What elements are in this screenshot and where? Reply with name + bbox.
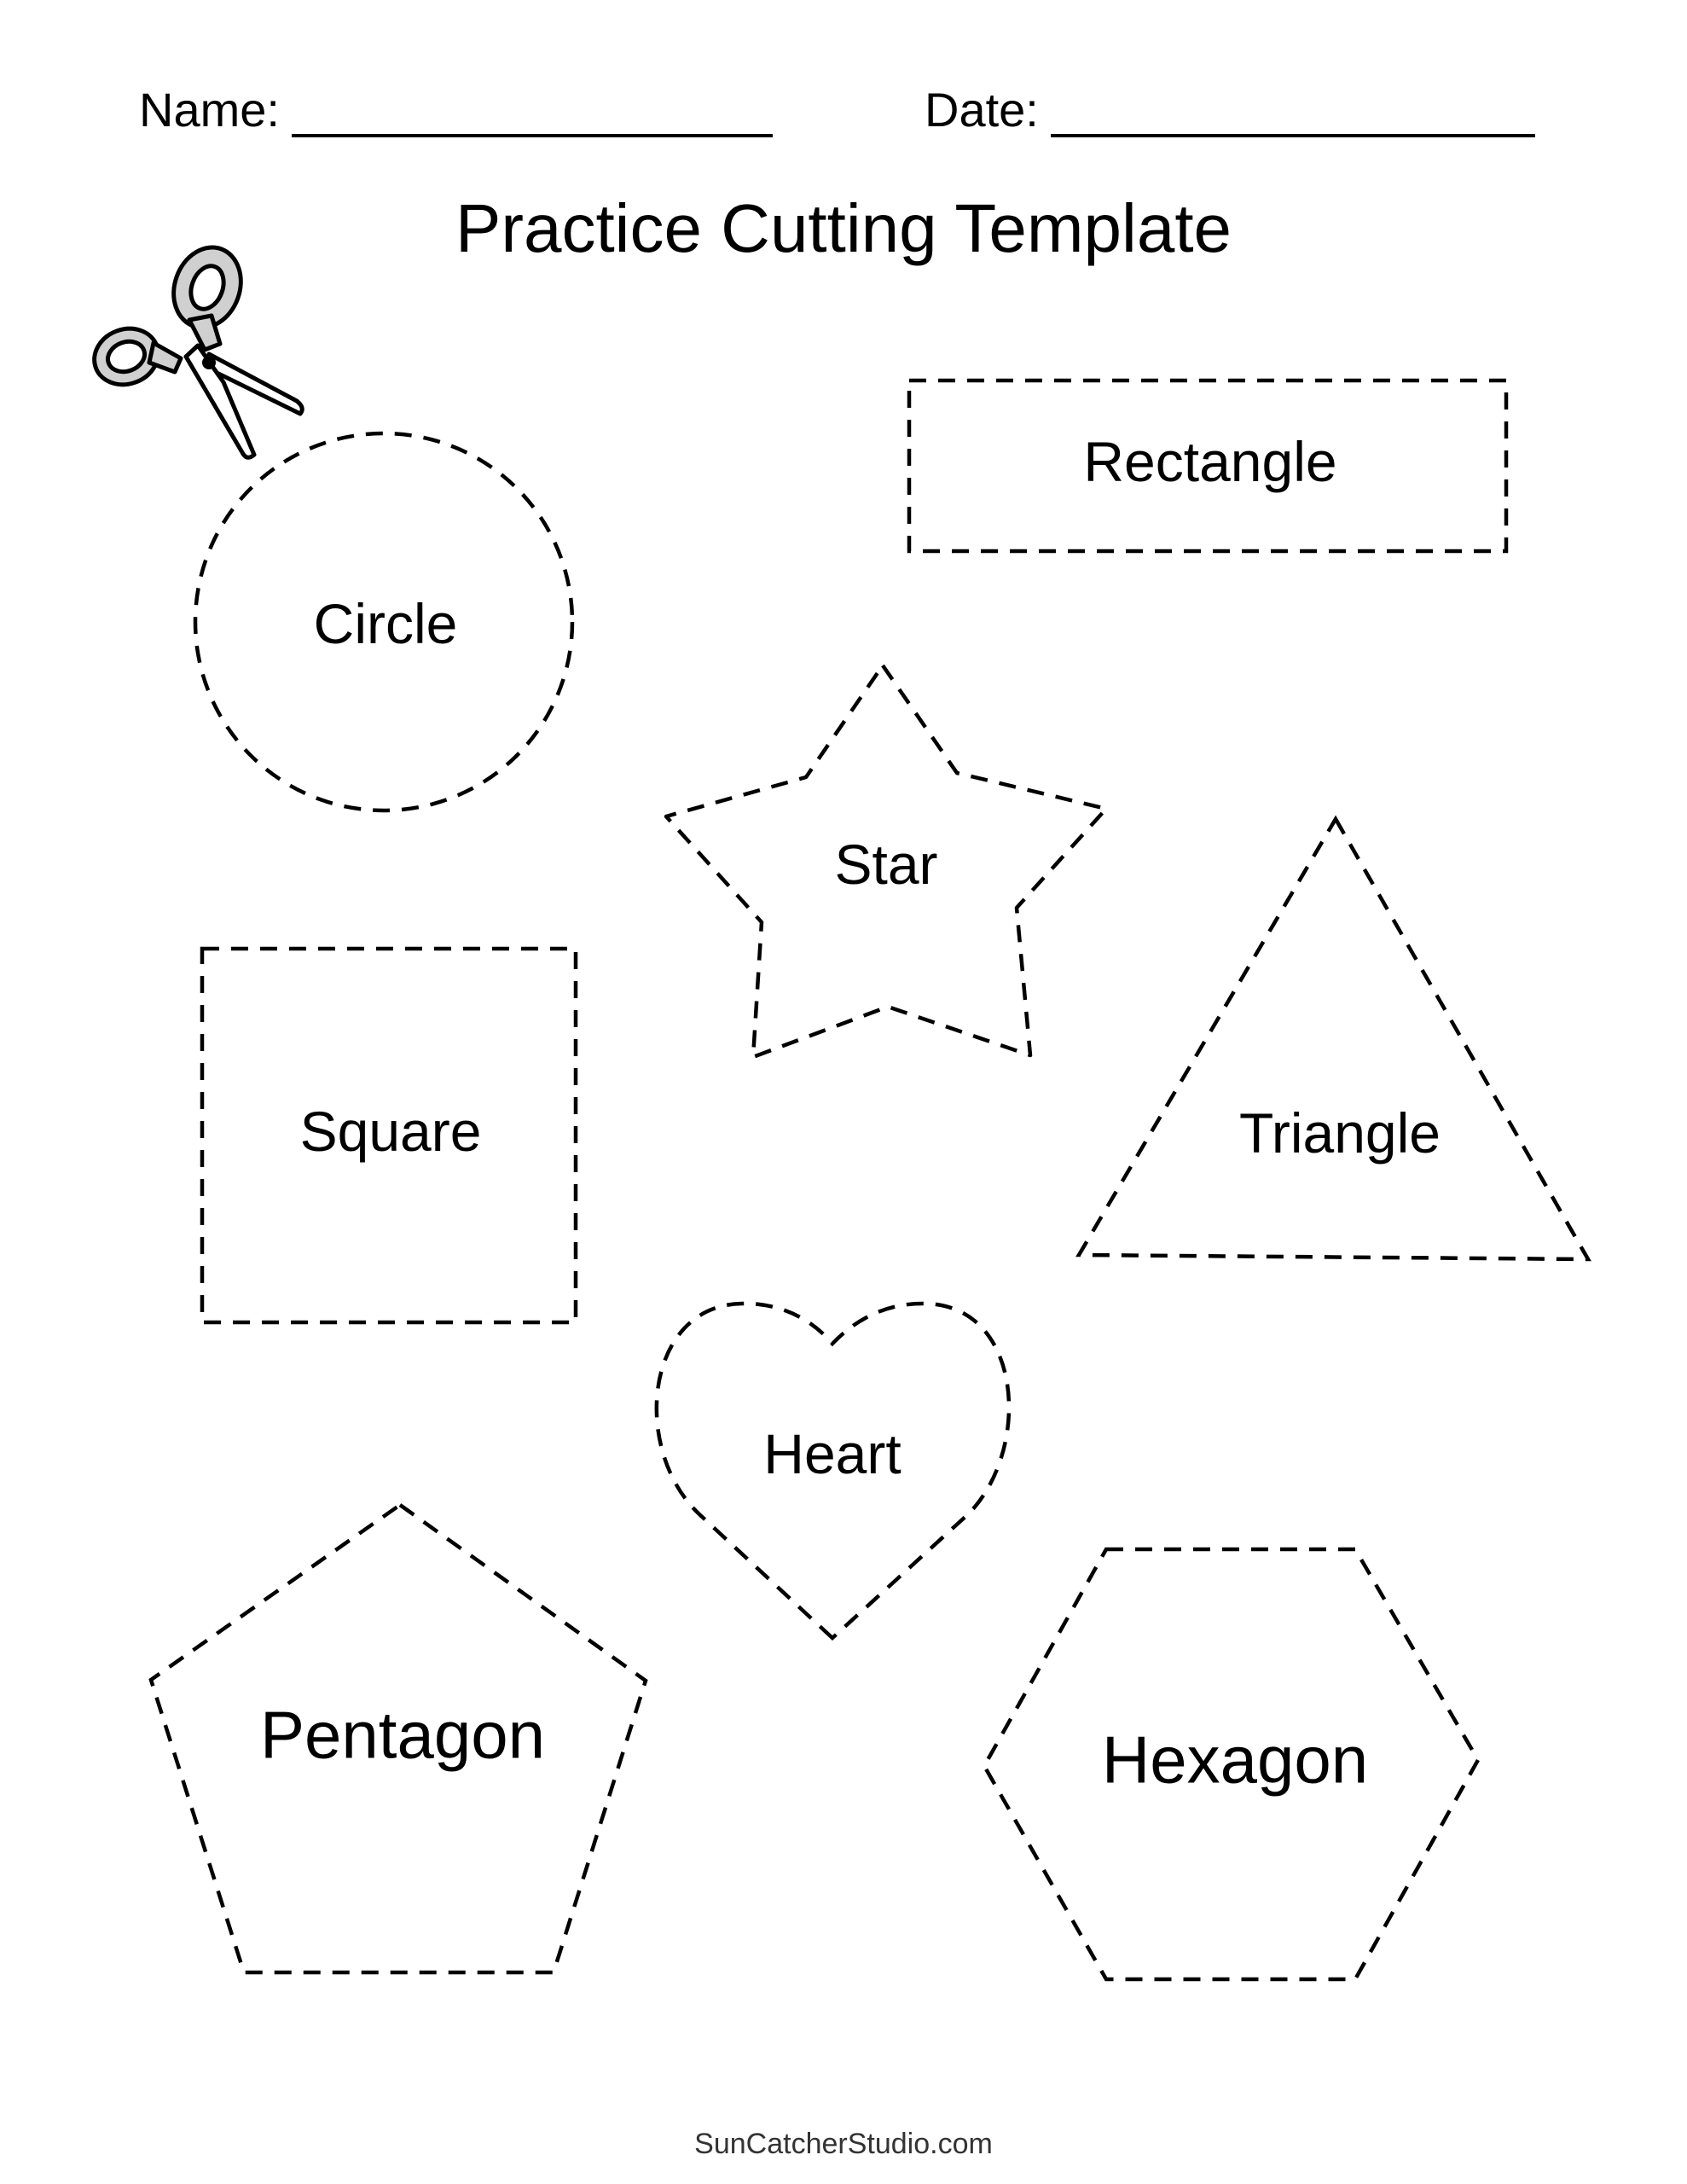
heart-cut-outline bbox=[654, 1301, 1012, 1641]
scissors-icon bbox=[92, 245, 304, 460]
triangle-cut-outline bbox=[1075, 815, 1591, 1262]
name-field[interactable]: Name: bbox=[139, 82, 773, 137]
pentagon-label: Pentagon bbox=[260, 1697, 545, 1773]
hexagon-label: Hexagon bbox=[1101, 1722, 1369, 1798]
date-input-line[interactable] bbox=[1050, 100, 1535, 137]
star-cut-outline bbox=[664, 663, 1109, 1060]
date-label: Date: bbox=[925, 83, 1039, 136]
date-field[interactable]: Date: bbox=[925, 82, 1535, 137]
footer-site-credit: SunCatcherStudio.com bbox=[694, 2128, 993, 2160]
star-label: Star bbox=[834, 833, 938, 896]
rectangle-label: Rectangle bbox=[1083, 430, 1337, 493]
name-label: Name: bbox=[139, 83, 280, 136]
rectangle-cut-outline bbox=[907, 378, 1509, 554]
pentagon-cut-outline bbox=[148, 1502, 648, 1975]
name-input-line[interactable] bbox=[291, 100, 773, 137]
square-cut-outline bbox=[200, 946, 578, 1325]
hexagon-cut-outline bbox=[982, 1547, 1481, 1982]
heart-label: Heart bbox=[763, 1422, 901, 1485]
circle-label: Circle bbox=[313, 592, 458, 655]
page-title: Practice Cutting Template bbox=[455, 190, 1232, 266]
square-label: Square bbox=[299, 1100, 482, 1163]
circle-cut-outline bbox=[193, 431, 575, 813]
triangle-label: Triangle bbox=[1239, 1101, 1441, 1165]
